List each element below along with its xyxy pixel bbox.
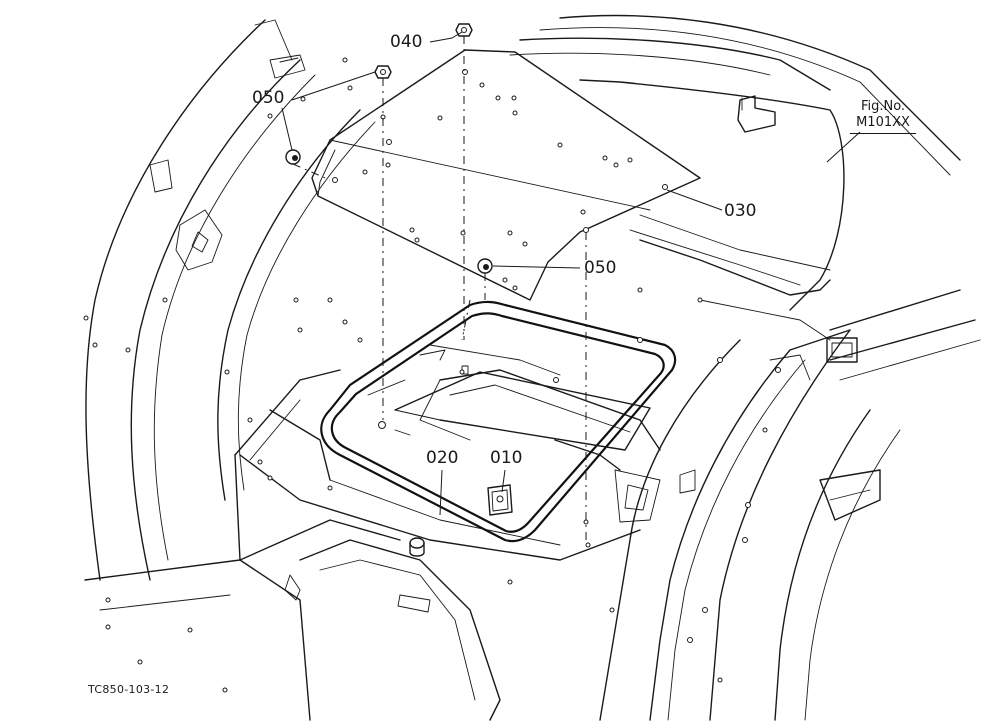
callout-010: 010 xyxy=(490,448,523,468)
callout-030: 030 xyxy=(724,201,757,221)
assembly-centerlines xyxy=(292,36,587,540)
rear-panel xyxy=(509,14,961,341)
leader-030 xyxy=(666,189,723,211)
drawing-code: TC850-103-12 xyxy=(88,683,170,696)
leader-040 xyxy=(429,31,463,43)
left-fender-arch xyxy=(85,19,376,581)
right-fender xyxy=(599,289,981,721)
body-holes xyxy=(83,57,781,693)
callout-leaders xyxy=(281,31,861,516)
callout-050-upper: 050 xyxy=(252,88,285,108)
callout-050-lower: 050 xyxy=(584,258,617,278)
leader-050-upper xyxy=(291,71,376,101)
figure-code: M101XX xyxy=(850,115,916,134)
callout-020: 020 xyxy=(426,448,459,468)
fasteners xyxy=(285,23,493,274)
leader-010 xyxy=(501,469,506,493)
leader-050-left xyxy=(281,107,293,151)
figure-number-block: Fig.No. M101XX xyxy=(850,99,916,134)
leader-050-lower xyxy=(492,265,581,269)
floor-boss xyxy=(409,537,425,557)
figure-label: Fig.No. xyxy=(860,99,906,114)
floor-panels xyxy=(84,369,501,721)
cover-plate-030 xyxy=(311,49,701,301)
bracket-010 xyxy=(487,484,513,516)
callout-040: 040 xyxy=(390,32,423,52)
cavity-recess xyxy=(367,369,651,451)
nut-040 xyxy=(455,23,473,37)
leader-fig xyxy=(826,131,861,163)
leader-020 xyxy=(439,469,443,516)
gasket-020 xyxy=(320,300,677,543)
